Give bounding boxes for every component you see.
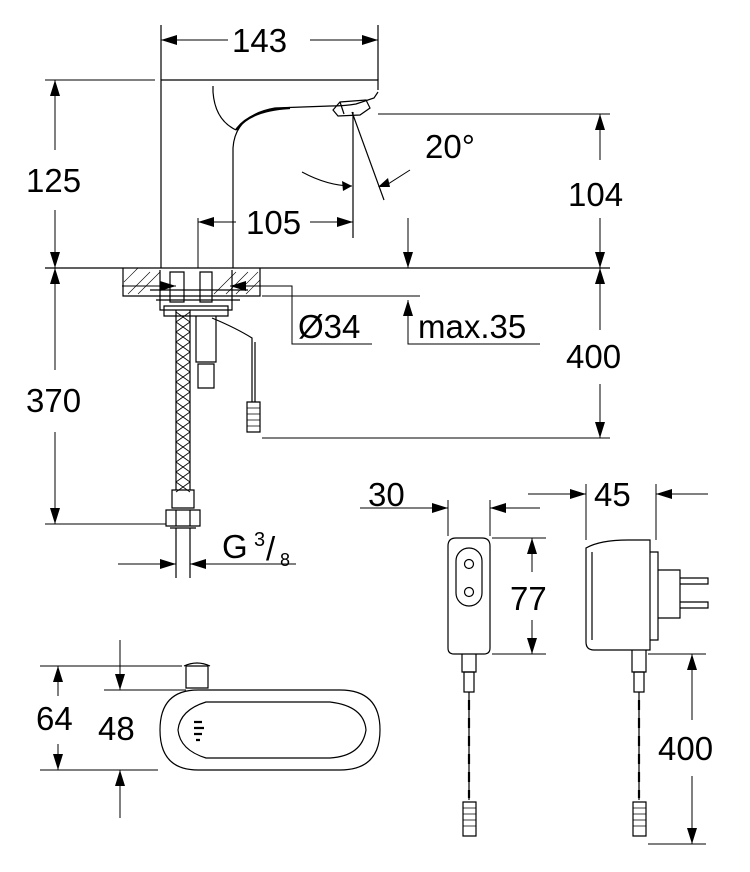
label-hose-length: 370: [26, 382, 81, 419]
power-adapter-side: [585, 539, 709, 837]
tap-top-view: [159, 662, 381, 771]
label-lever-inner: 48: [98, 710, 135, 747]
label-spray-angle: 20°: [425, 128, 475, 165]
front-view-dimensions: [45, 35, 610, 569]
label-hole-diameter: Ø34: [298, 308, 360, 345]
adapter-dimensions: [360, 484, 708, 845]
label-cable-length-tap: 400: [566, 338, 621, 375]
label-adapter-depth: 45: [594, 476, 631, 513]
top-view-dimensions: [40, 640, 186, 818]
label-spout-reach: 105: [246, 204, 301, 241]
label-adapter-height: 77: [510, 580, 547, 617]
label-lever-height: 64: [36, 700, 73, 737]
label-thread: G: [222, 528, 248, 565]
label-spout-width: 143: [232, 22, 287, 59]
power-adapter-front: [447, 537, 491, 837]
label-adapter-cable: 400: [658, 730, 713, 767]
label-thread-denominator: 8: [280, 550, 290, 570]
dimension-labels: 143 125 20° 104 105 Ø34 max.35 400 370 G…: [26, 22, 713, 767]
label-spout-height: 104: [568, 176, 623, 213]
label-adapter-width: 30: [368, 476, 405, 513]
tap-front-view: [45, 25, 610, 578]
hose-braiding: [175, 311, 191, 493]
label-tap-height: 125: [26, 162, 81, 199]
label-thread-slash: /: [266, 530, 276, 567]
label-thread-numerator: 3: [254, 529, 265, 551]
label-max-thickness: max.35: [418, 308, 526, 345]
braid-lines: [175, 311, 191, 493]
